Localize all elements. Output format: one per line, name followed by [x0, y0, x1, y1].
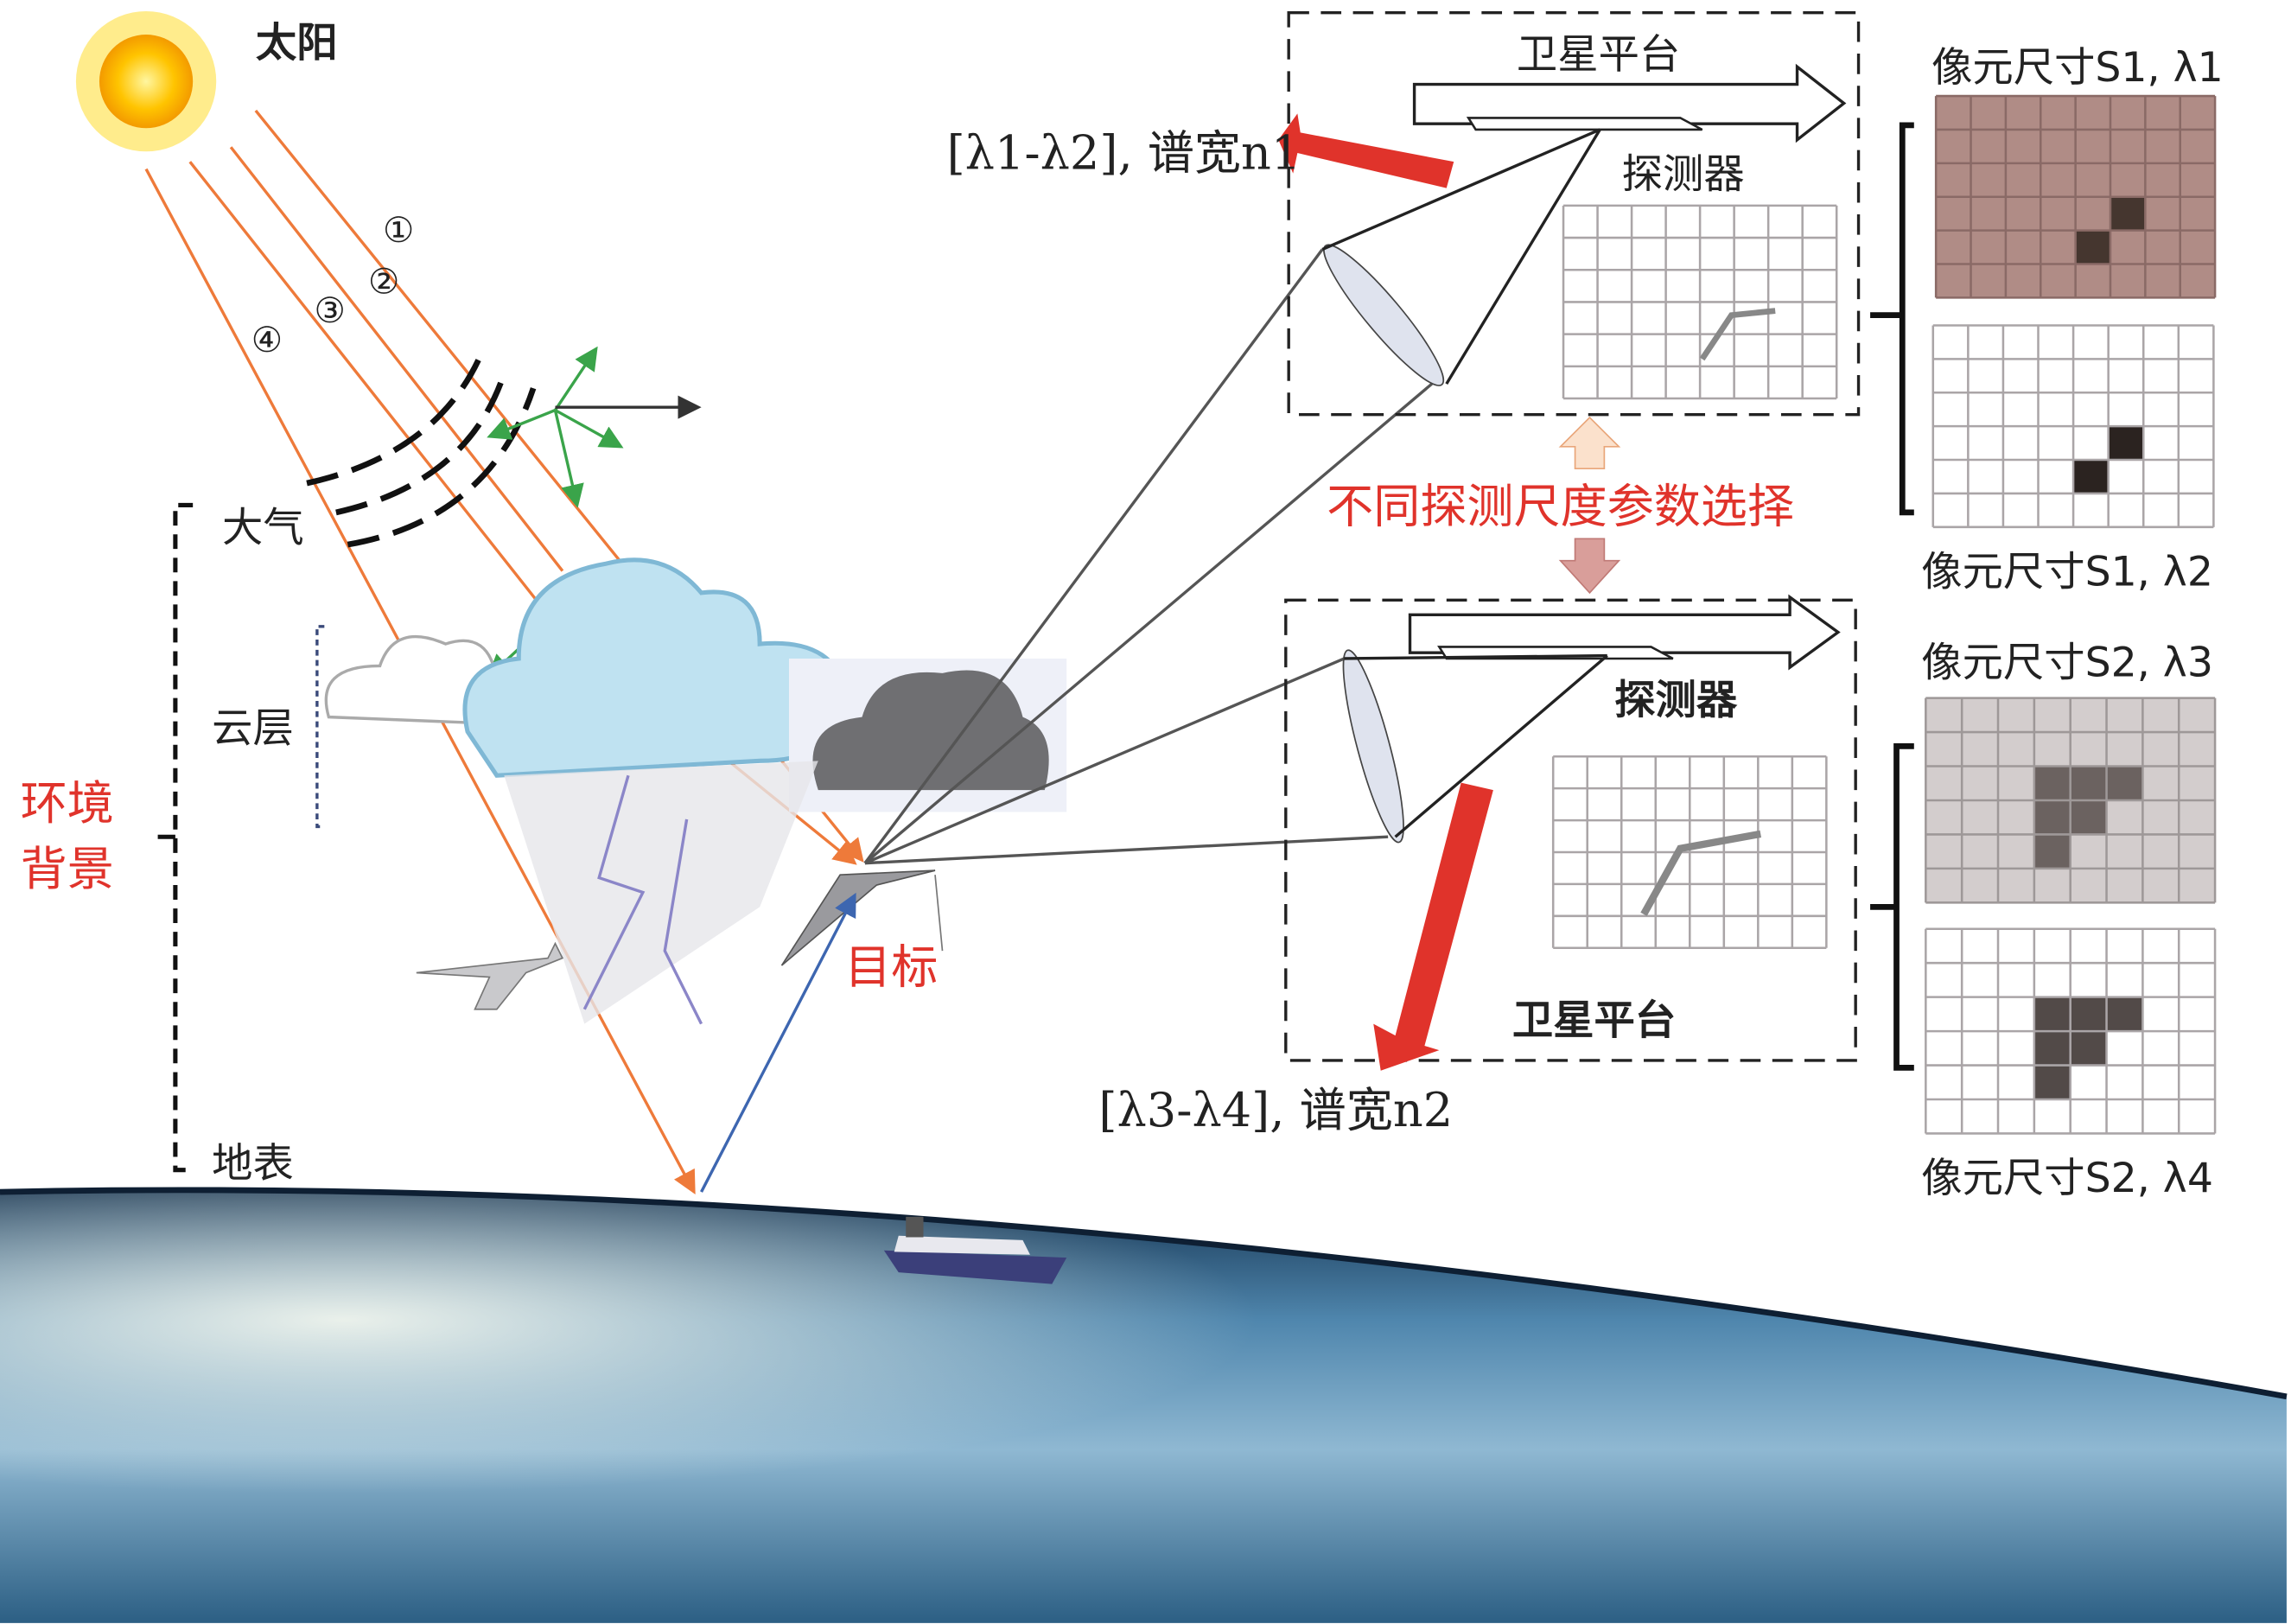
pixel-grid-s2-l3: [1925, 697, 2217, 904]
target-pixel: [2070, 1031, 2107, 1066]
surface-reflection-arrow: [700, 892, 856, 1193]
sensor-view-lines: [863, 248, 1433, 865]
band-output-arrow-top: [1278, 113, 1454, 188]
satellite-top-detector-label: 探测器: [1622, 151, 1745, 199]
lens-icon: [1342, 649, 1404, 844]
target-pixel: [2033, 766, 2071, 800]
environment-label-line1: 环境: [21, 776, 114, 831]
target-pixel: [2110, 196, 2146, 231]
ray-2: [229, 146, 564, 572]
pixel-grid-s1-l2: [1931, 324, 2215, 529]
detector-grid-bottom: [1551, 755, 1828, 950]
brace-top: [1870, 122, 1914, 516]
ray-label-1: ①: [383, 209, 414, 251]
target-pixel: [2073, 460, 2109, 494]
lens-icon: [1323, 244, 1445, 386]
satellite-bottom-detector-label: 探测器: [1614, 677, 1738, 724]
band-label-top: [λ1-λ2], 谱宽n1: [947, 126, 1301, 181]
ship-icon: [883, 1216, 1067, 1284]
pixel-grid-s1-l1: [1934, 94, 2217, 299]
target-pixel: [2033, 997, 2071, 1032]
ray-label-2: ②: [368, 260, 399, 302]
target-pixel: [2106, 997, 2143, 1032]
pixel-grid-label-4: 像元尺寸S2, λ4: [1921, 1155, 2213, 1202]
parameter-selection-label: 不同探测尺度参数选择: [1327, 480, 1794, 534]
target-pixel: [2033, 834, 2071, 869]
satellite-bottom: 探测器 卫星平台: [1284, 594, 1857, 1062]
target-pixel: [2075, 230, 2110, 264]
down-arrow-icon: [1558, 538, 1621, 595]
ray-3: [188, 161, 550, 616]
band-output-arrow-bottom: [1373, 782, 1493, 1071]
pixel-grid-label-3: 像元尺寸S2, λ3: [1921, 639, 2213, 686]
target-pixel: [2033, 1065, 2071, 1100]
pixel-grid-label-1: 像元尺寸S1, λ1: [1931, 44, 2224, 92]
sun-icon: [75, 11, 217, 152]
environment-bracket: [157, 502, 194, 1173]
atmosphere-waves: [306, 350, 537, 548]
target-pixel: [2070, 799, 2107, 835]
satellite-top-platform-label: 卫星平台: [1517, 31, 1680, 79]
atmosphere-label: 大气: [222, 505, 304, 552]
airplane-icon: [416, 941, 564, 1010]
satellite-bottom-platform-label: 卫星平台: [1512, 997, 1676, 1044]
pixel-grid-label-2: 像元尺寸S1, λ2: [1921, 548, 2213, 595]
satellite-top: 卫星平台 探测器: [1287, 11, 1861, 417]
target-pixel: [2106, 766, 2143, 800]
detector-grid-top: [1562, 204, 1838, 400]
target-pixel: [2108, 426, 2144, 461]
surface-label: 地表: [212, 1140, 294, 1188]
band-label-bottom: [λ3-λ4], 谱宽n2: [1098, 1083, 1453, 1137]
target-pixel: [2070, 997, 2107, 1032]
cloud-layer-label: 云层: [212, 704, 294, 752]
target-pixel: [2033, 1031, 2071, 1066]
target-pixel: [2070, 766, 2107, 800]
brace-bottom: [1870, 743, 1914, 1071]
ray-label-4: ④: [251, 319, 283, 360]
target-pixel: [2033, 799, 2071, 835]
pixel-grid-s2-l4: [1925, 927, 2217, 1135]
up-arrow-icon: [1558, 416, 1621, 470]
target-label: 目标: [844, 939, 938, 994]
cloud-icons: [324, 557, 1067, 1025]
environment-label-line2: 背景: [21, 842, 114, 896]
sun-label: 太阳: [256, 19, 338, 67]
earth-surface-image: [0, 1187, 2288, 1623]
ray-label-3: ③: [314, 290, 345, 331]
